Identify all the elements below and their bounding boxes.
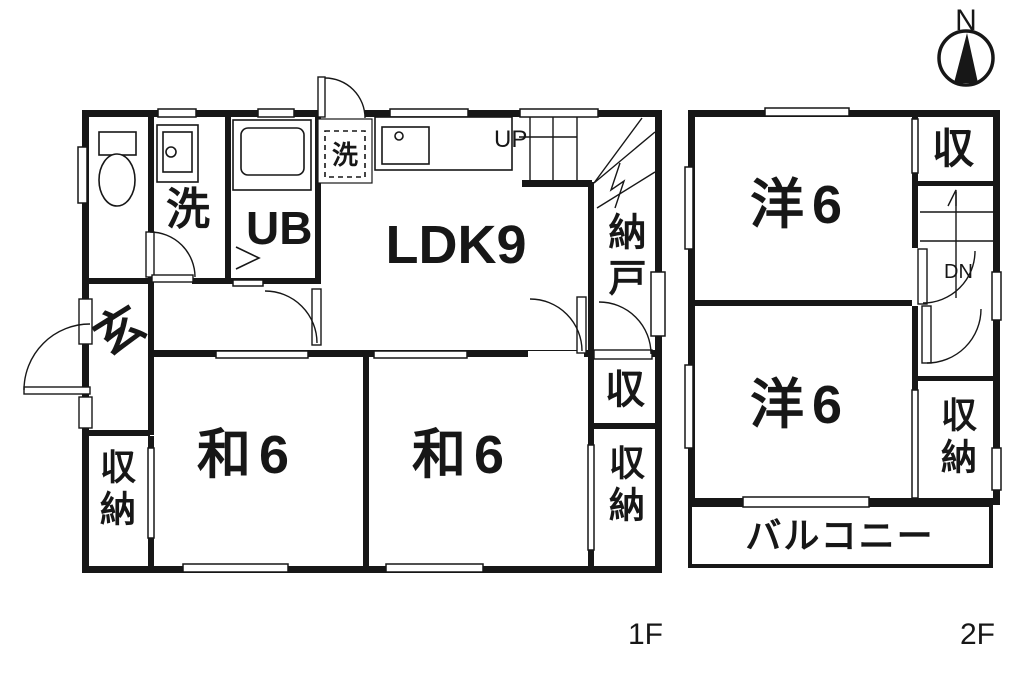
room-label-balcony: バルコニー (745, 515, 935, 556)
arrow-head (947, 189, 957, 207)
door-arc (926, 308, 982, 364)
door-sill (593, 349, 653, 360)
door-opening (528, 351, 584, 357)
window (684, 364, 694, 449)
window (385, 563, 484, 573)
door-panel (921, 305, 932, 364)
stairs-down-label: DN (944, 261, 973, 283)
room-label-laundry: 洗 (332, 140, 359, 170)
sliding-door (373, 350, 468, 359)
folding-door (235, 246, 261, 270)
floor2-label: 2F (960, 618, 996, 651)
stairs-2f (920, 189, 995, 298)
room-label-closet-south: 収納 (936, 396, 977, 480)
room-label-unit-bath: UB (246, 202, 313, 254)
entrance-side-panel (78, 298, 93, 345)
window (991, 271, 1002, 321)
door-panel (576, 296, 587, 354)
room-label-ldk: LDK9 (385, 215, 527, 275)
wall-segment (594, 423, 655, 429)
door-panel (23, 386, 91, 395)
room-label-tatami-west: 和6 (196, 425, 298, 485)
door-arc (598, 301, 652, 355)
room-label-tatami-east: 和6 (411, 425, 513, 485)
wall-segment (225, 117, 231, 283)
door-panel (917, 248, 928, 305)
room-label-closet-north: 収 (932, 125, 975, 172)
door-panel (145, 231, 155, 278)
room-label-closet-east: 収納 (604, 444, 645, 528)
stairs-up-label: UP (494, 126, 528, 153)
wall-segment (148, 117, 154, 283)
window (389, 108, 469, 118)
window (650, 271, 666, 337)
window (519, 108, 599, 118)
door-opening (322, 110, 365, 118)
window (764, 107, 850, 117)
sliding-door (147, 447, 155, 539)
window (684, 166, 694, 250)
wall-segment (912, 117, 918, 505)
bathtub-fixture (232, 119, 312, 191)
door-sill (151, 274, 194, 283)
sliding-door (587, 444, 595, 551)
door-arc (529, 298, 583, 352)
wall-segment (918, 181, 1000, 186)
door-sill (232, 279, 264, 287)
laundry-space (317, 118, 373, 184)
sliding-door (215, 350, 309, 359)
toilet-fixture (98, 131, 137, 207)
wall-segment (89, 278, 150, 284)
door-arc (264, 290, 318, 344)
wall-segment (918, 376, 1000, 381)
door-arc (149, 231, 196, 278)
room-label-western-north: 洋6 (749, 175, 851, 235)
wall-segment (315, 117, 321, 283)
wall-segment (89, 430, 150, 436)
wall-segment (588, 182, 594, 566)
door-panel (311, 288, 322, 346)
door-arc (324, 77, 366, 119)
window (742, 496, 870, 508)
room-label-washroom: 洗 (166, 185, 210, 234)
wall-segment (363, 357, 369, 566)
room-label-western-south: 洋6 (749, 375, 851, 435)
window (257, 108, 295, 118)
room-label-closet-west: 収納 (95, 448, 136, 532)
washbasin-fixture (156, 124, 199, 183)
window (157, 108, 197, 118)
door-arc (922, 250, 976, 304)
stair-break-line (609, 162, 626, 209)
sliding-door (911, 389, 919, 499)
stairs-1f (519, 117, 656, 209)
wall-segment (695, 300, 918, 306)
window (77, 146, 88, 204)
compass-north-label: N (955, 4, 977, 37)
door-panel (317, 76, 326, 118)
sliding-door (911, 118, 919, 174)
door-opening (912, 248, 918, 306)
kitchen-sink-fixture (374, 116, 513, 171)
floor1-label: 1F (628, 618, 664, 651)
wall-segment (522, 180, 592, 187)
room-label-storeroom: 納戸 (602, 212, 644, 304)
wall-segment (148, 283, 154, 435)
window (182, 563, 289, 573)
compass-icon (937, 29, 995, 87)
entrance-side-panel (78, 396, 93, 429)
room-label-closet-small: 収 (605, 368, 645, 412)
door-arc (23, 323, 91, 391)
window (991, 447, 1002, 491)
